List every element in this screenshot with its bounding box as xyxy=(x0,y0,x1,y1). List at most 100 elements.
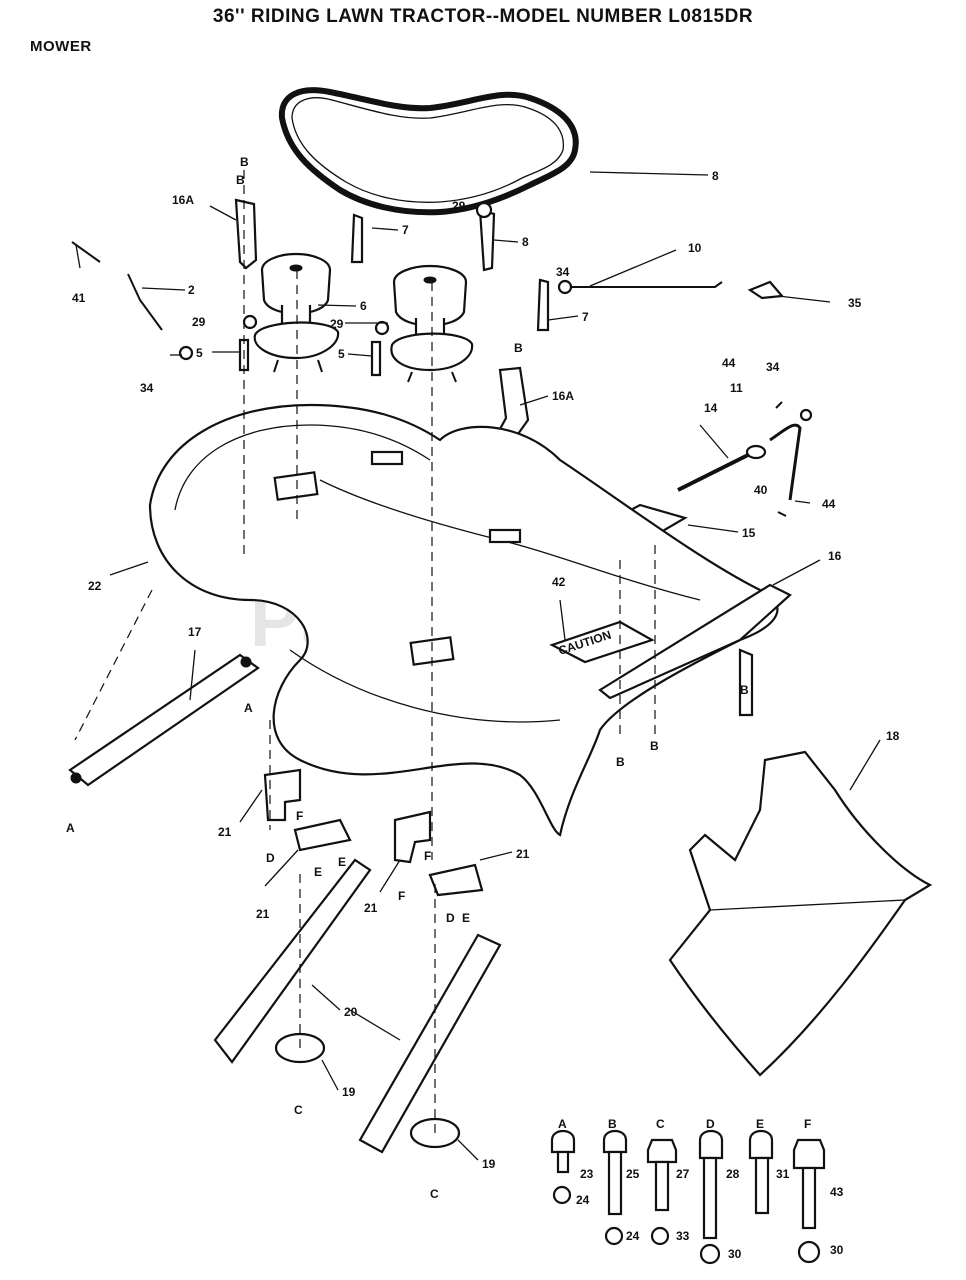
hw-letter-d: D xyxy=(706,1117,715,1131)
hw-letter-c: C xyxy=(656,1117,665,1131)
washer-29-belt[interactable] xyxy=(475,201,493,219)
washer-29-mid[interactable] xyxy=(374,320,390,336)
hw-part-27: 27 xyxy=(676,1167,690,1181)
washer-40[interactable] xyxy=(745,444,767,460)
mower-deck[interactable]: CAUTION xyxy=(148,403,779,837)
label-10: 10 xyxy=(688,241,702,255)
label-19-b: 19 xyxy=(482,1157,496,1171)
label-44-top: 44 xyxy=(722,356,736,370)
callout-f-c: F xyxy=(398,889,405,903)
bracket-21-c[interactable] xyxy=(393,810,432,864)
clip-35[interactable] xyxy=(747,280,785,300)
callout-a-left: A xyxy=(66,821,75,835)
hw-letter-f: F xyxy=(804,1117,811,1131)
label-6: 6 xyxy=(360,299,367,313)
hw-part-24b: 24 xyxy=(626,1229,640,1243)
section-label: MOWER xyxy=(30,38,92,55)
arm-17[interactable] xyxy=(68,653,260,787)
label-34-left: 34 xyxy=(140,381,154,395)
bracket-16a-top[interactable] xyxy=(234,198,258,270)
label-44-bot: 44 xyxy=(822,497,836,511)
spring-7-right[interactable] xyxy=(536,278,550,332)
rod-10[interactable] xyxy=(570,281,723,288)
hw-part-28: 28 xyxy=(726,1167,740,1181)
hw-part-30a: 30 xyxy=(728,1247,742,1261)
label-16a-top: 16A xyxy=(172,193,194,207)
nut-34-left[interactable] xyxy=(178,345,194,361)
hw-letter-a: A xyxy=(558,1117,567,1131)
callout-e-a: E xyxy=(314,865,322,879)
callout-d-b: D xyxy=(446,911,455,925)
pins-44[interactable] xyxy=(775,401,787,517)
callout-f-a: F xyxy=(296,809,303,823)
label-8-idler: 8 xyxy=(522,235,529,249)
label-29-left: 29 xyxy=(192,315,206,329)
callout-c-a: C xyxy=(294,1103,303,1117)
page-title: 36'' RIDING LAWN TRACTOR--MODEL NUMBER L… xyxy=(212,6,754,27)
hw-part-25: 25 xyxy=(626,1167,640,1181)
lever-11[interactable] xyxy=(769,423,802,501)
label-18: 18 xyxy=(886,729,900,743)
label-16: 16 xyxy=(828,549,842,563)
label-5-left: 5 xyxy=(196,346,203,360)
spring-5-mid[interactable] xyxy=(370,340,382,377)
hw-letter-e: E xyxy=(756,1117,764,1131)
washer-29-left[interactable] xyxy=(242,314,258,330)
callout-b-low2: B xyxy=(650,739,659,753)
label-7-right: 7 xyxy=(582,310,589,324)
hw-part-23: 23 xyxy=(580,1167,594,1181)
nut-34-top[interactable] xyxy=(799,408,813,422)
label-35: 35 xyxy=(848,296,862,310)
rail-16-hanger[interactable] xyxy=(738,648,754,717)
bracket-21-a[interactable] xyxy=(263,768,302,822)
callout-f-b: F xyxy=(424,849,431,863)
callout-e-b: E xyxy=(338,855,346,869)
label-17: 17 xyxy=(188,625,202,639)
label-11: 11 xyxy=(730,381,743,395)
pulley-left[interactable] xyxy=(253,252,340,373)
blade-20-b[interactable] xyxy=(358,933,502,1154)
belt[interactable] xyxy=(278,87,579,216)
callout-b-low1: B xyxy=(616,755,625,769)
label-21-d: 21 xyxy=(516,847,530,861)
callout-b-mid: B xyxy=(514,341,523,355)
bracket-21-b[interactable] xyxy=(293,818,352,852)
label-42: 42 xyxy=(552,575,566,589)
hw-part-33: 33 xyxy=(676,1229,690,1243)
bolt-2[interactable] xyxy=(127,273,163,331)
label-19-a: 19 xyxy=(342,1085,356,1099)
label-29-belt: 29 xyxy=(452,199,466,213)
label-22: 22 xyxy=(88,579,102,593)
label-21-a: 21 xyxy=(218,825,232,839)
label-29-mid: 29 xyxy=(330,317,344,331)
label-5-mid: 5 xyxy=(338,347,345,361)
callout-b-top: B xyxy=(240,155,249,169)
rail-16[interactable] xyxy=(598,583,792,700)
discharge-chute-18[interactable] xyxy=(668,750,933,1077)
spring-7-top[interactable] xyxy=(350,213,364,264)
nut-34-right[interactable] xyxy=(557,279,573,295)
bracket-21-d[interactable] xyxy=(428,863,484,897)
label-14: 14 xyxy=(704,401,718,415)
blade-20-a[interactable] xyxy=(213,858,372,1064)
label-34-right: 34 xyxy=(556,265,570,279)
callout-b-top2: B xyxy=(236,173,245,187)
hw-part-31: 31 xyxy=(776,1167,790,1181)
hw-part-30b: 30 xyxy=(830,1243,844,1257)
rod-14[interactable] xyxy=(677,453,749,492)
label-21-b: 21 xyxy=(256,907,270,921)
pulley-right[interactable] xyxy=(390,264,474,383)
label-15: 15 xyxy=(742,526,756,540)
idler-arm[interactable] xyxy=(478,208,496,272)
label-34-top: 34 xyxy=(766,360,780,374)
callout-d-a: D xyxy=(266,851,275,865)
hw-letter-b: B xyxy=(608,1117,617,1131)
label-41: 41 xyxy=(72,291,86,305)
label-20: 20 xyxy=(344,1005,358,1019)
hw-part-43: 43 xyxy=(830,1185,844,1199)
label-2: 2 xyxy=(188,283,195,297)
callout-b-right: B xyxy=(740,683,749,697)
callout-c-b: C xyxy=(430,1187,439,1201)
hw-part-24a: 24 xyxy=(576,1193,590,1207)
